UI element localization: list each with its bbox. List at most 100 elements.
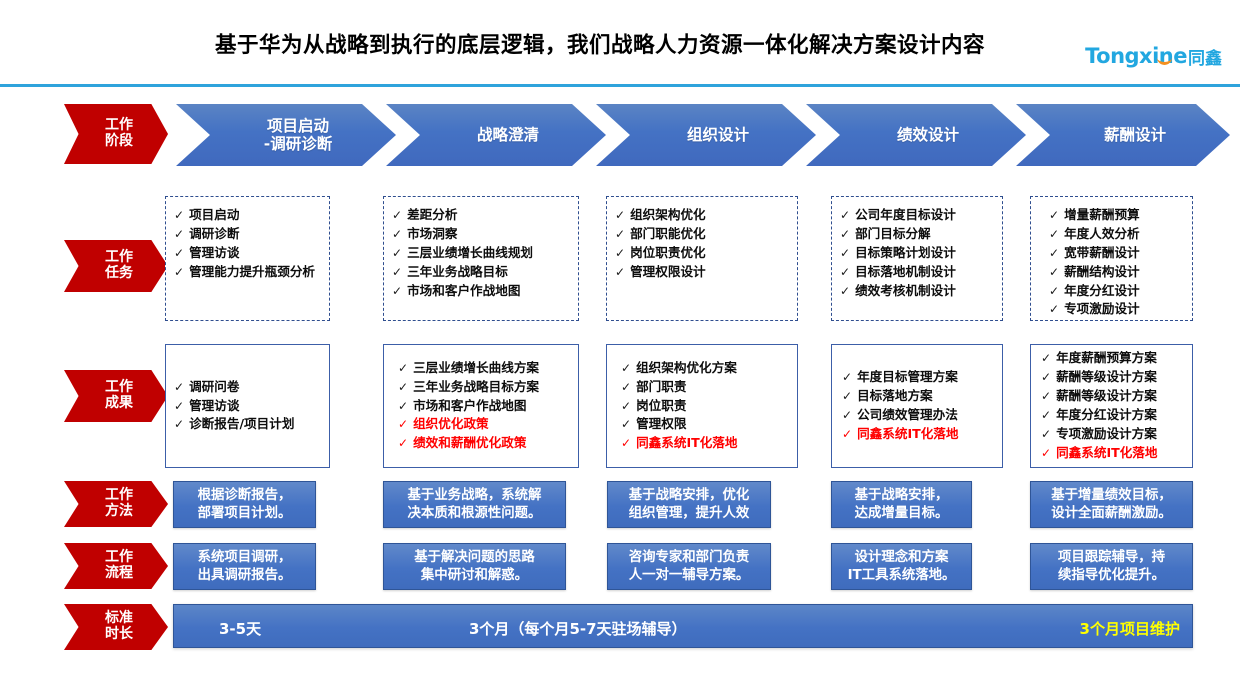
process-line2: 出具调研报告。 (197, 567, 292, 583)
process-line2: 集中研讨和解惑。 (420, 567, 529, 583)
outcome-item: ✓同鑫系统IT化落地 (1041, 444, 1158, 460)
outcome-item: ✓管理访谈 (174, 397, 240, 413)
check-icon: ✓ (392, 264, 403, 279)
check-icon: ✓ (842, 408, 853, 422)
method-box-1: 根据诊断报告， 部署项目计划。 (173, 481, 316, 528)
row-label-line2: 成果 (105, 395, 133, 411)
outcome-card-4: ✓年度目标管理方案 ✓目标落地方案 ✓公司绩效管理办法 ✓同鑫系统IT化落地 (831, 344, 1003, 468)
outcome-card-3: ✓组织架构优化方案 ✓部门职责 ✓岗位职责 ✓管理权限 ✓同鑫系统IT化落地 (606, 344, 798, 468)
outcome-item: ✓诊断报告/项目计划 (174, 416, 295, 432)
row-label-line2: 方法 (105, 503, 133, 519)
check-icon: ✓ (392, 245, 403, 260)
check-icon: ✓ (840, 226, 851, 241)
stage-chevron-1[interactable]: 项目启动 -调研诊断 (176, 104, 396, 166)
outcome-item: ✓岗位职责 (621, 397, 687, 413)
check-icon: ✓ (398, 360, 409, 375)
check-icon: ✓ (392, 226, 403, 241)
check-icon: ✓ (840, 283, 851, 298)
row-label-line1: 工作 (105, 487, 133, 504)
check-icon: ✓ (615, 226, 626, 241)
check-icon: ✓ (1049, 264, 1060, 279)
stage-label-line1: 薪酬设计 (1103, 125, 1166, 144)
task-item: ✓组织架构优化 (615, 207, 706, 222)
outcome-list: ✓调研问卷 ✓管理访谈 ✓诊断报告/项目计划 (174, 378, 294, 435)
method-line1: 基于战略安排， (854, 488, 949, 504)
process-box-3: 咨询专家和部门负责 人一对一辅导方案。 (607, 543, 771, 590)
check-icon: ✓ (621, 398, 632, 413)
task-item: ✓部门职能优化 (615, 225, 706, 241)
task-item: ✓目标落地机制设计 (840, 263, 956, 279)
check-icon: ✓ (392, 208, 403, 222)
duration-right: 3个月项目维护 (1079, 620, 1180, 638)
logo-latin-text: Tongxine (1085, 44, 1187, 68)
check-icon: ✓ (1041, 445, 1052, 460)
task-item: ✓差距分析 (392, 207, 458, 222)
method-line1: 基于增量绩效目标， (1051, 488, 1172, 504)
logo-chinese-text: 同鑫 (1188, 48, 1222, 69)
check-icon: ✓ (174, 208, 185, 222)
task-item: ✓管理能力提升瓶颈分析 (174, 263, 315, 279)
outcome-list: ✓年度薪酬预算方案 ✓薪酬等级设计方案 ✓薪酬等级设计方案 ✓年度分红设计方案 … (1041, 349, 1158, 462)
outcome-item: ✓部门职责 (621, 378, 687, 394)
stage-label-line1: 组织设计 (686, 125, 749, 144)
outcome-item: ✓组织架构优化方案 (621, 359, 737, 375)
check-icon: ✓ (1049, 226, 1060, 241)
method-box-2: 基于业务战略，系统解 决本质和根源性问题。 (383, 481, 566, 528)
outcome-item: ✓年度分红设计方案 (1041, 407, 1157, 422)
process-box-1: 系统项目调研， 出具调研报告。 (173, 543, 316, 590)
check-icon: ✓ (398, 436, 409, 451)
check-icon: ✓ (1049, 245, 1060, 260)
stage-chevron-2[interactable]: 战略澄清 (386, 104, 606, 166)
outcome-item: ✓市场和客户作战地图 (398, 397, 527, 413)
row-label-line2: 任务 (105, 265, 133, 281)
process-line1: 系统项目调研， (197, 550, 292, 566)
method-line2: 部署项目计划。 (197, 505, 292, 521)
task-item: ✓三层业绩增长曲线规划 (392, 244, 533, 260)
check-icon: ✓ (840, 264, 851, 279)
process-box-4: 设计理念和方案 IT工具系统落地。 (831, 543, 972, 590)
outcome-item: ✓年度薪酬预算方案 (1041, 350, 1157, 366)
outcome-item: ✓同鑫系统IT化落地 (621, 435, 738, 451)
row-label-line2: 阶段 (105, 133, 133, 149)
task-item: ✓年度分红设计 (1049, 282, 1140, 298)
task-item: ✓公司年度目标设计 (840, 207, 956, 222)
outcome-item: ✓绩效和薪酬优化政策 (398, 435, 527, 451)
row-label-line1: 工作 (105, 249, 133, 266)
stage-chevron-5[interactable]: 薪酬设计 (1016, 104, 1230, 166)
stage-chevron-3[interactable]: 组织设计 (596, 104, 816, 166)
outcome-item: ✓组织优化政策 (398, 416, 489, 432)
process-line2: IT工具系统落地。 (847, 567, 956, 583)
check-icon: ✓ (615, 264, 626, 279)
process-line1: 咨询专家和部门负责 (628, 550, 750, 566)
task-list: ✓项目启动 ✓调研诊断 ✓管理访谈 ✓管理能力提升瓶颈分析 (174, 206, 323, 282)
stage-chevron-4[interactable]: 绩效设计 (806, 104, 1026, 166)
stage-label-line2: -调研诊断 (263, 135, 333, 153)
check-icon: ✓ (615, 245, 626, 260)
check-icon: ✓ (1041, 389, 1052, 404)
method-box-3: 基于战略安排，优化 组织管理，提升人效 (607, 481, 771, 528)
stage-label-line1: 项目启动 (266, 116, 329, 135)
outcome-item: ✓管理权限 (621, 416, 687, 432)
check-icon: ✓ (615, 208, 626, 222)
stage-label-line1: 绩效设计 (896, 125, 959, 144)
check-icon: ✓ (174, 379, 185, 394)
check-icon: ✓ (1041, 408, 1052, 422)
task-card-1: ✓项目启动 ✓调研诊断 ✓管理访谈 ✓管理能力提升瓶颈分析 (165, 196, 330, 321)
task-card-4: ✓公司年度目标设计 ✓部门目标分解 ✓目标策略计划设计 ✓目标落地机制设计 ✓绩… (831, 196, 1003, 321)
task-item: ✓专项激励设计 (1049, 301, 1140, 317)
check-icon: ✓ (174, 264, 185, 279)
check-icon: ✓ (1049, 283, 1060, 298)
task-item: ✓市场和客户作战地图 (392, 282, 521, 298)
row-label-standard-duration: 标准 时长 (64, 604, 168, 650)
process-line1: 基于解决问题的思路 (414, 550, 535, 566)
task-item: ✓岗位职责优化 (615, 244, 706, 260)
method-line2: 决本质和根源性问题。 (407, 505, 542, 521)
check-icon: ✓ (392, 283, 403, 298)
duration-bar: 3-5天 3个月（每个月5-7天驻场辅导） 3个月项目维护 (173, 604, 1193, 648)
slide-header: 基于华为从战略到执行的底层逻辑，我们战略人力资源一体化解决方案设计内容 Tong… (0, 0, 1240, 88)
duration-left: 3-5天 (219, 620, 262, 638)
method-line1: 基于业务战略，系统解 (407, 488, 542, 504)
check-icon: ✓ (621, 379, 632, 394)
task-card-5: ✓增量薪酬预算 ✓年度人效分析 ✓宽带薪酬设计 ✓薪酬结构设计 ✓年度分红设计 … (1030, 196, 1193, 321)
